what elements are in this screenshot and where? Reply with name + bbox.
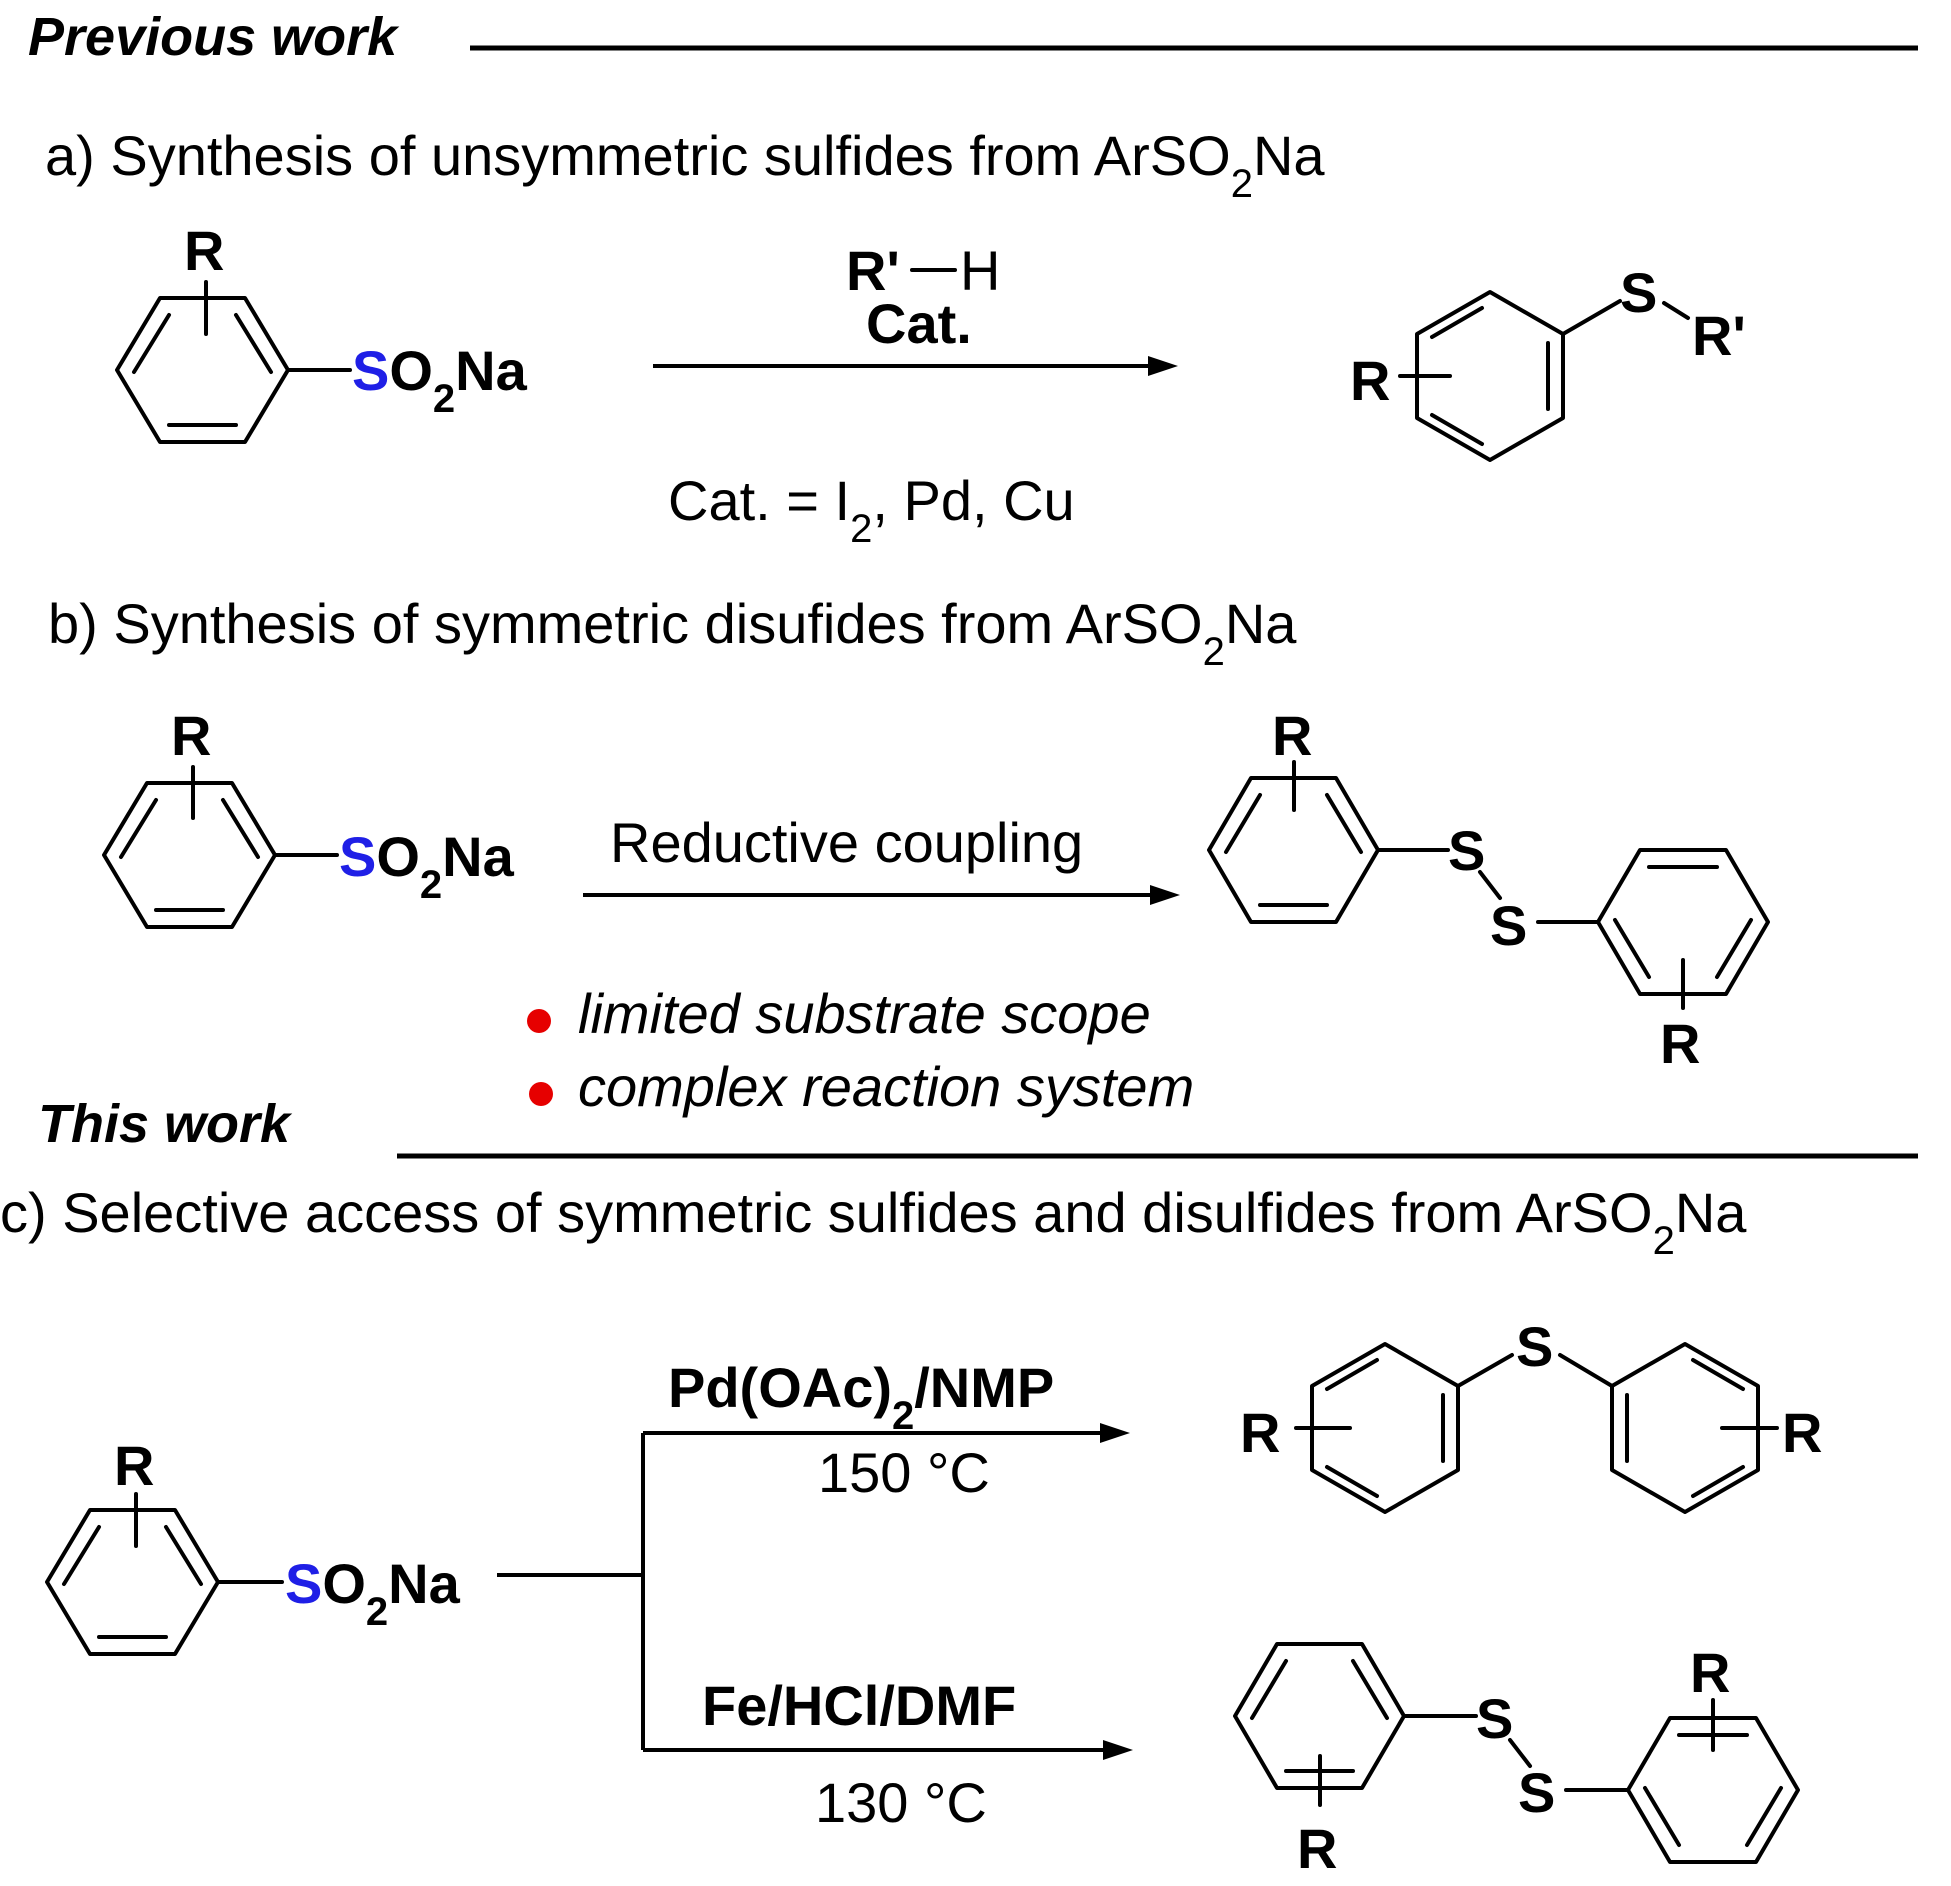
drawback-item: complex reaction system <box>578 1055 1194 1118</box>
product-b-r-top: R <box>1272 704 1312 767</box>
arrowhead-b <box>1150 885 1180 905</box>
catalyst-definition: Cat. = I2, Pd, Cu <box>668 469 1075 551</box>
product-b-r-bottom: R <box>1660 1012 1700 1075</box>
reactant-a-r-label: R <box>184 219 224 282</box>
section-a-title: a) Synthesis of unsymmetric sulfides fro… <box>45 124 1325 206</box>
product-c-sulfide-r-left: R <box>1240 1401 1280 1464</box>
condition-c-bottom-temp: 130 °C <box>815 1771 987 1834</box>
reactant-b-r-label: R <box>171 704 211 767</box>
reactant-a-so2na: SO2Na <box>352 339 528 421</box>
drawback-item: limited substrate scope <box>578 982 1151 1045</box>
reactant-c-r-label: R <box>114 1434 154 1497</box>
product-a-s: S <box>1620 261 1657 324</box>
arrowhead-a <box>1148 356 1178 376</box>
product-a-rprime: R' <box>1692 304 1746 367</box>
product-c-disulfide-s1: S <box>1476 1687 1513 1750</box>
reactant-b-ring <box>102 765 339 929</box>
product-a-ring <box>1398 290 1690 462</box>
bullet-icon <box>527 1009 551 1033</box>
reactant-a-ring <box>115 280 352 444</box>
condition-c-top-temp: 150 °C <box>818 1441 990 1504</box>
product-a-r-label: R <box>1350 349 1390 412</box>
product-c-disulfide <box>1233 1642 1800 1864</box>
product-b-s2: S <box>1490 894 1527 957</box>
product-c-sulfide <box>1294 1342 1779 1514</box>
product-c-sulfide-s: S <box>1516 1315 1553 1378</box>
condition-b-reductive-coupling: Reductive coupling <box>610 811 1083 874</box>
condition-c-top-reagent: Pd(OAc)2/NMP <box>668 1356 1054 1438</box>
reagent-a-h: H <box>960 239 1000 302</box>
reactant-b-so2na: SO2Na <box>339 825 515 907</box>
reactant-c-ring <box>45 1492 284 1656</box>
product-b-right-ring <box>1596 848 1770 1010</box>
branch-arrow-c <box>497 1423 1133 1760</box>
reagent-a-cat: Cat. <box>866 292 972 355</box>
this-work-header: This work <box>38 1094 293 1154</box>
condition-c-bottom-reagent: Fe/HCl/DMF <box>702 1674 1016 1737</box>
product-b-s1: S <box>1448 819 1485 882</box>
product-b-left-ring <box>1207 760 1600 924</box>
product-c-disulfide-r-right: R <box>1690 1641 1730 1704</box>
previous-work-header: Previous work <box>28 7 400 67</box>
product-c-sulfide-r-right: R <box>1782 1401 1822 1464</box>
reactant-c-so2na: SO2Na <box>285 1552 461 1634</box>
section-c-title: c) Selective access of symmetric sulfide… <box>0 1181 1747 1263</box>
section-b-title: b) Synthesis of symmetric disufides from… <box>48 592 1297 674</box>
bullet-icon <box>529 1082 553 1106</box>
product-c-disulfide-r-left: R <box>1297 1817 1337 1880</box>
product-c-disulfide-s2: S <box>1518 1761 1555 1824</box>
reagent-a-rprime: R' <box>846 239 900 302</box>
